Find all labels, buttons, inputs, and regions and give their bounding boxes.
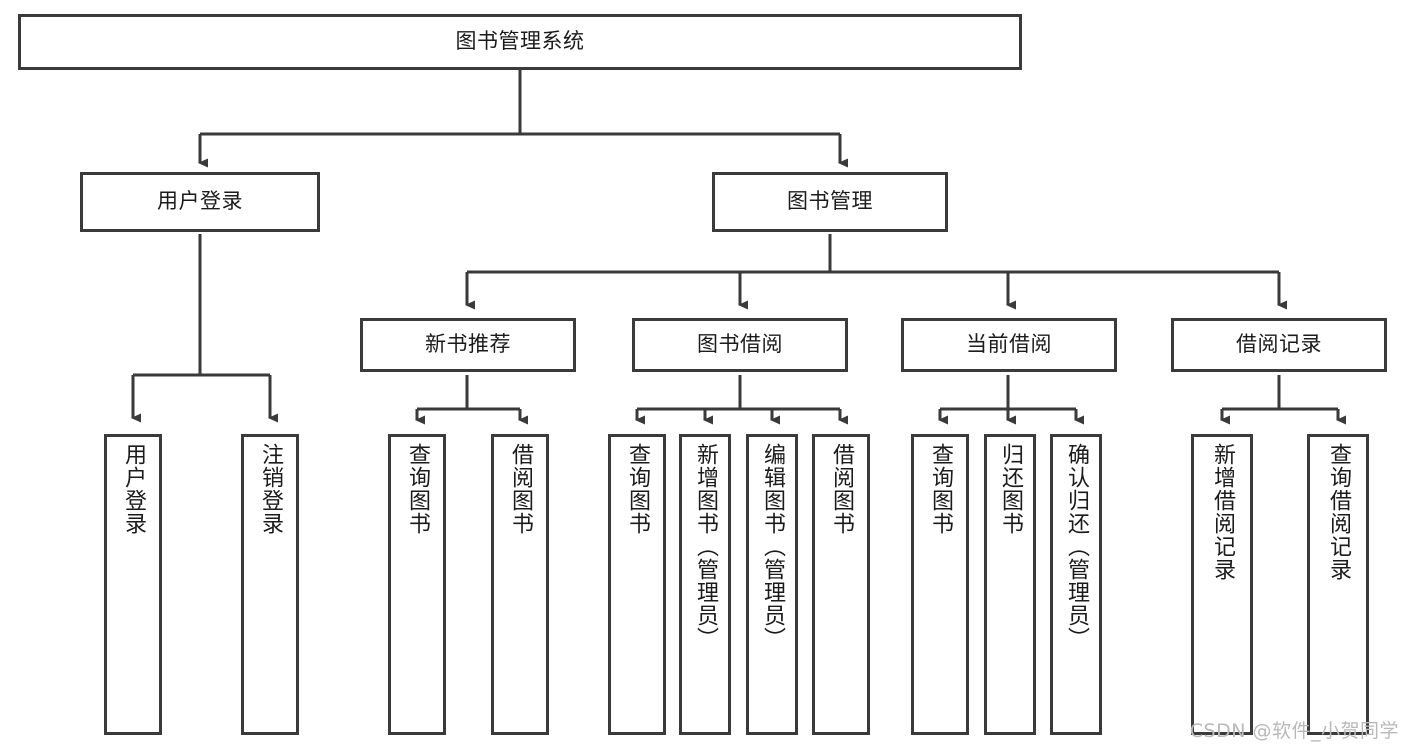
leaf-borrow-query-book[interactable]: 查询图书 — [608, 434, 666, 735]
leaf-current-confirm-return[interactable]: 确认归还（管理员） — [1050, 434, 1102, 735]
leaf-current-return-book[interactable]: 归还图书 — [984, 434, 1036, 735]
node-book-management[interactable]: 图书管理 — [712, 172, 948, 232]
leaf-current-query-book-label: 查询图书 — [927, 443, 953, 535]
leaf-new-book-borrow[interactable]: 借阅图书 — [491, 434, 549, 735]
node-borrow-record-label: 借阅记录 — [1236, 332, 1322, 357]
node-new-book-recommend[interactable]: 新书推荐 — [360, 318, 576, 372]
leaf-new-book-borrow-label: 借阅图书 — [507, 443, 533, 535]
leaf-borrow-query-book-label: 查询图书 — [624, 443, 650, 535]
leaf-current-return-book-label: 归还图书 — [997, 443, 1023, 535]
node-new-book-recommend-label: 新书推荐 — [425, 332, 511, 357]
node-root[interactable]: 图书管理系统 — [18, 14, 1022, 70]
leaf-borrow-add-book-label: 新增图书（管理员） — [692, 443, 718, 650]
leaf-borrow-edit-book-label: 编辑图书（管理员） — [759, 443, 785, 650]
leaf-record-add[interactable]: 新增借阅记录 — [1191, 434, 1253, 735]
leaf-record-add-label: 新增借阅记录 — [1209, 443, 1235, 581]
leaf-current-confirm-return-label: 确认归还（管理员） — [1063, 443, 1089, 650]
node-book-management-label: 图书管理 — [787, 189, 873, 214]
node-borrow-record[interactable]: 借阅记录 — [1171, 318, 1387, 372]
leaf-user-login-logout[interactable]: 注销登录 — [241, 434, 299, 735]
leaf-current-query-book[interactable]: 查询图书 — [911, 434, 969, 735]
leaf-user-login-login[interactable]: 用户登录 — [104, 434, 162, 735]
leaf-record-query[interactable]: 查询借阅记录 — [1307, 434, 1369, 735]
leaf-user-login-login-label: 用户登录 — [120, 443, 146, 535]
node-root-label: 图书管理系统 — [455, 29, 585, 54]
leaf-borrow-borrow-book-label: 借阅图书 — [828, 443, 854, 535]
leaf-user-login-logout-label: 注销登录 — [257, 443, 283, 535]
leaf-record-query-label: 查询借阅记录 — [1325, 443, 1351, 581]
leaf-borrow-add-book[interactable]: 新增图书（管理员） — [679, 434, 731, 735]
node-current-borrow[interactable]: 当前借阅 — [901, 318, 1117, 372]
leaf-borrow-borrow-book[interactable]: 借阅图书 — [812, 434, 870, 735]
node-book-borrow-label: 图书借阅 — [697, 332, 783, 357]
node-book-borrow[interactable]: 图书借阅 — [632, 318, 848, 372]
leaf-new-book-query-label: 查询图书 — [404, 443, 430, 535]
node-user-login[interactable]: 用户登录 — [80, 172, 320, 232]
node-user-login-label: 用户登录 — [157, 189, 243, 214]
leaf-borrow-edit-book[interactable]: 编辑图书（管理员） — [746, 434, 798, 735]
leaf-new-book-query[interactable]: 查询图书 — [388, 434, 446, 735]
node-current-borrow-label: 当前借阅 — [966, 332, 1052, 357]
